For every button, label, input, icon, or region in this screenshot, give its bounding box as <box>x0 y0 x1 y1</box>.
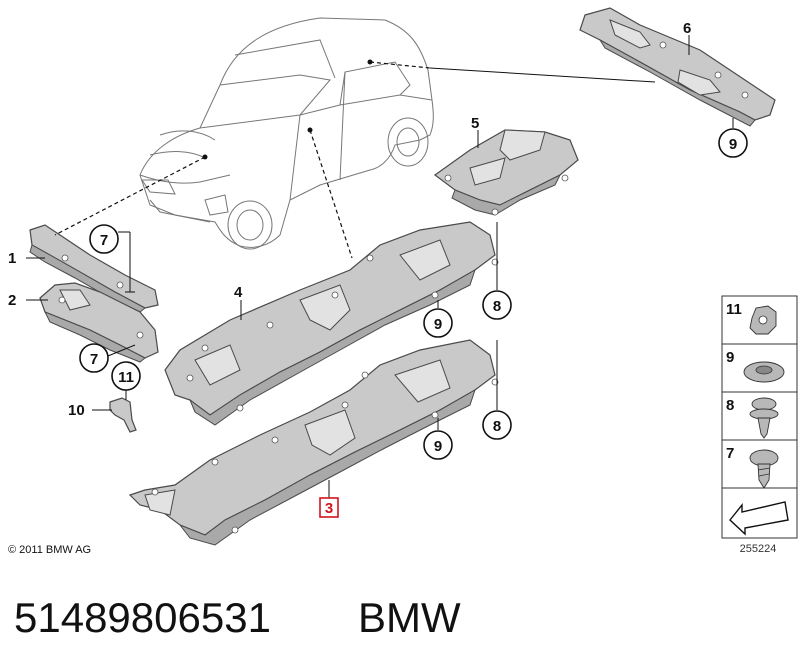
legend-number-8: 8 <box>726 397 734 414</box>
locator-dot <box>202 154 208 160</box>
callout-11-circle: 11 <box>111 361 141 391</box>
legend-number-9: 9 <box>726 349 734 366</box>
brand-name: BMW <box>358 594 461 641</box>
legend-number-7: 7 <box>726 445 734 462</box>
fastener-legend: 11 9 8 7 <box>721 295 798 539</box>
locator-lines <box>54 59 656 259</box>
callout-7-circle-a: 7 <box>89 224 119 254</box>
nut-icon <box>749 305 777 335</box>
callout-7a: 7 <box>100 232 108 249</box>
callout-4: 4 <box>234 284 243 301</box>
part-5-heat-shield <box>433 129 579 216</box>
legend-number-11: 11 <box>726 301 742 318</box>
tapping-screw-icon <box>749 449 779 489</box>
callout-9-circle-b: 9 <box>423 308 453 338</box>
callout-9b: 9 <box>434 316 442 333</box>
callout-5: 5 <box>471 115 479 132</box>
part-3-heat-shield <box>128 339 499 546</box>
part-6-heat-shield <box>579 7 776 127</box>
callout-11: 11 <box>118 369 134 386</box>
part-2-bracket <box>39 282 159 363</box>
direction-arrow-icon <box>729 501 789 536</box>
callout-8b: 8 <box>493 418 501 435</box>
callout-7-circle-b: 7 <box>79 343 109 373</box>
callout-3-highlight <box>319 497 339 518</box>
callout-7b: 7 <box>90 351 98 368</box>
callout-2: 2 <box>8 292 16 309</box>
image-id: 255224 <box>740 543 777 555</box>
callout-8a: 8 <box>493 298 501 315</box>
callout-8-circle-a: 8 <box>482 290 512 320</box>
callout-10: 10 <box>68 402 85 419</box>
callout-9-circle-c: 9 <box>423 430 453 460</box>
callout-8-circle-b: 8 <box>482 410 512 440</box>
locator-dot <box>367 59 373 65</box>
car-illustration <box>139 17 434 250</box>
part-4-heat-shield <box>164 221 499 426</box>
collar-screw-icon <box>749 397 779 439</box>
callout-9c: 9 <box>434 438 442 455</box>
part-number: 51489806531 <box>14 594 271 641</box>
leader-lines <box>26 35 734 498</box>
callout-1: 1 <box>8 250 16 267</box>
clip-nut-icon <box>743 361 785 383</box>
callout-9a: 9 <box>729 136 737 153</box>
callout-9-circle-a: 9 <box>718 128 748 158</box>
part-10-clip <box>109 397 137 433</box>
callout-3: 3 <box>325 500 333 517</box>
callout-6: 6 <box>683 20 691 37</box>
copyright-text: © 2011 BMW AG <box>8 544 91 556</box>
locator-dot <box>307 127 313 133</box>
